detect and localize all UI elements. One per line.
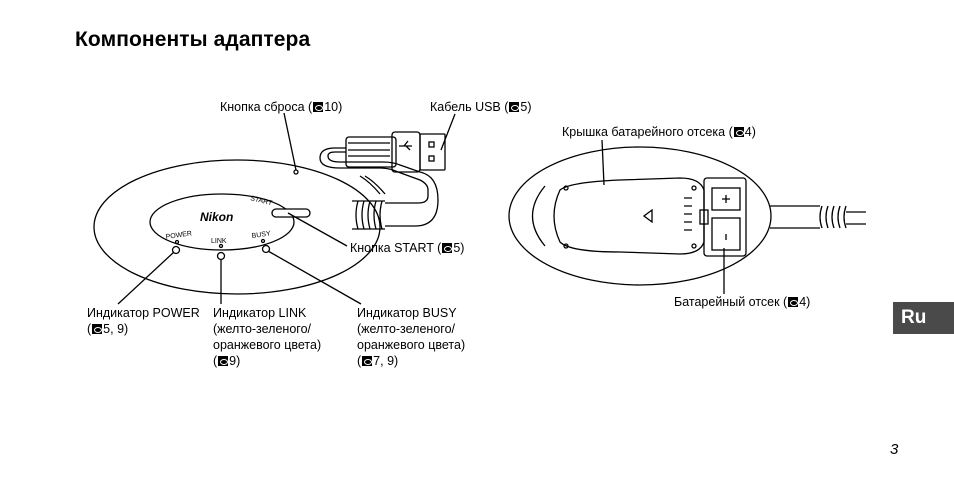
page-number: 3: [890, 441, 899, 458]
usb-plug: [345, 136, 397, 168]
reference-icon: [92, 324, 103, 334]
callout-start-button: Кнопка START (5): [350, 241, 465, 255]
battery-cover: [553, 177, 705, 255]
nikon-logo: Nikon: [200, 210, 233, 224]
callout-link-indicator: Индикатор LINK (желто-зеленого/ оранжево…: [213, 306, 322, 368]
reference-icon: [313, 102, 324, 112]
callout-busy-indicator: Индикатор BUSY (желто-зеленого/ оранжево…: [357, 306, 466, 368]
reference-icon: [362, 356, 373, 366]
busy-led: [261, 244, 271, 254]
adapter-body-back: [508, 146, 772, 286]
callout-battery-compartment: Батарейный отсек (4): [674, 295, 811, 309]
power-led: [171, 245, 181, 255]
reference-icon: [788, 297, 799, 307]
link-led: [216, 251, 226, 261]
callout-reset-button: Кнопка сброса (10): [220, 100, 343, 114]
reset-hole: [293, 169, 299, 175]
busy-text: BUSY: [251, 230, 271, 240]
language-tab: Ru: [893, 302, 954, 334]
link-text: LINK: [211, 238, 227, 245]
callout-battery-cover: Крышка батарейного отсека (4): [562, 125, 756, 139]
reference-icon: [218, 356, 229, 366]
power-text: POWER: [165, 230, 192, 241]
reference-icon: [509, 102, 520, 112]
battery-compartment: [703, 177, 747, 257]
adapter-top-panel: [149, 193, 295, 251]
callout-usb-cable: Кабель USB (5): [430, 100, 532, 114]
reference-icon: [442, 243, 453, 253]
start-button: [271, 208, 311, 218]
page-title: Компоненты адаптера: [75, 28, 311, 51]
adapter-body-front: [93, 159, 381, 295]
callout-power-indicator: Индикатор POWER (5, 9): [87, 306, 200, 336]
start-text: START: [250, 195, 274, 207]
reference-icon: [733, 127, 744, 137]
